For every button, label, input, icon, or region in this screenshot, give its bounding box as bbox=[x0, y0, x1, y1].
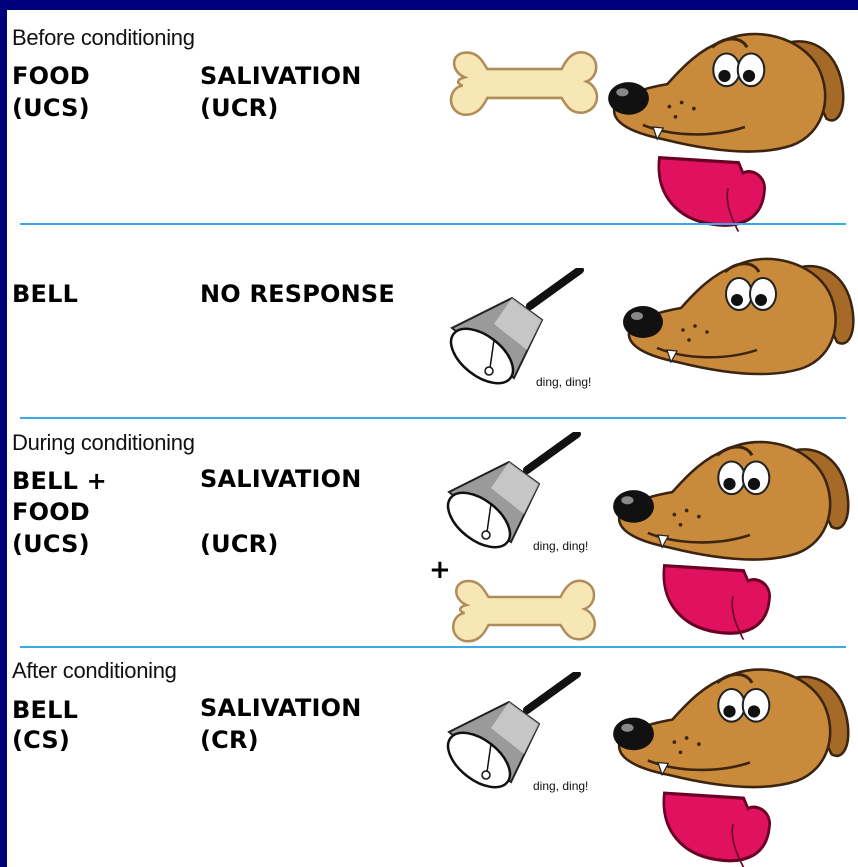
section-divider bbox=[20, 646, 846, 648]
stimulus-bell: BELL bbox=[12, 696, 78, 724]
response-ucr: (UCR) bbox=[200, 94, 279, 122]
bone-icon bbox=[442, 30, 607, 135]
dog-salivating-icon bbox=[607, 430, 852, 640]
stimulus-ucs: (UCS) bbox=[12, 94, 90, 122]
dog-salivating-icon bbox=[602, 22, 847, 232]
dog-salivating-icon bbox=[607, 660, 852, 865]
response-cr: (CR) bbox=[200, 726, 259, 754]
bell-icon: ding, ding! bbox=[439, 432, 589, 562]
stimulus-bell-plus: BELL + bbox=[12, 467, 107, 495]
stage-title-before: Before conditioning bbox=[12, 25, 195, 51]
bell-icon: ding, ding! bbox=[439, 672, 589, 802]
response-salivation: SALIVATION bbox=[200, 62, 362, 90]
sound-text: ding, ding! bbox=[533, 779, 588, 793]
stimulus-food: FOOD bbox=[12, 62, 90, 90]
diagram-panel: Before conditioning FOOD (UCS) SALIVATIO… bbox=[7, 10, 858, 867]
section-divider bbox=[20, 417, 846, 419]
stimulus-cs: (CS) bbox=[12, 726, 70, 754]
stimulus-food: FOOD bbox=[12, 498, 90, 526]
response-ucr: (UCR) bbox=[200, 530, 279, 558]
response-none: NO RESPONSE bbox=[200, 280, 395, 308]
section-divider bbox=[20, 223, 846, 225]
sound-text: ding, ding! bbox=[536, 375, 591, 389]
stimulus-bell: BELL bbox=[12, 280, 78, 308]
stage-title-during: During conditioning bbox=[12, 430, 195, 456]
stimulus-ucs: (UCS) bbox=[12, 530, 90, 558]
dog-neutral-icon bbox=[617, 250, 857, 400]
stage-title-after: After conditioning bbox=[12, 658, 177, 684]
bone-icon bbox=[442, 565, 607, 655]
response-salivation: SALIVATION bbox=[200, 694, 362, 722]
bell-icon: ding, ding! bbox=[442, 268, 592, 398]
response-salivation: SALIVATION bbox=[200, 465, 362, 493]
sound-text: ding, ding! bbox=[533, 539, 588, 553]
